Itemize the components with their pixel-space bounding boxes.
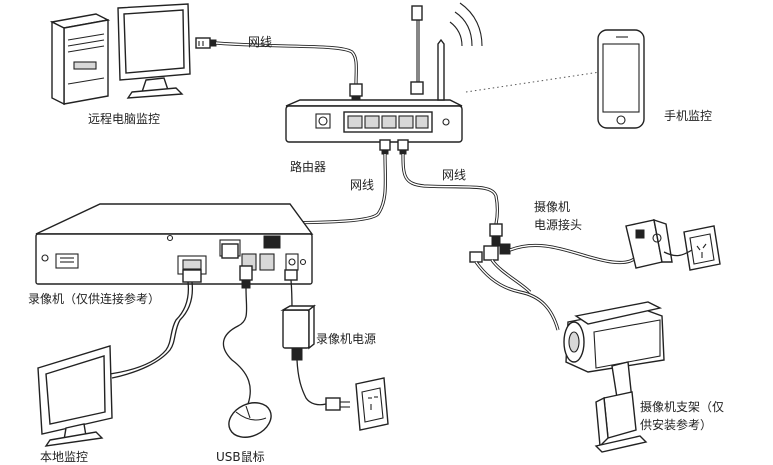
dvr-power-adapter (280, 304, 316, 361)
label-cable-mid: 网线 (350, 178, 375, 192)
label-camera-power-jack-line2: 电源接头 (534, 218, 583, 232)
wifi-signal-icon (449, 2, 483, 47)
camera-power-adapter (625, 218, 673, 269)
remote-pc-tower (49, 13, 111, 106)
router-antenna (437, 38, 445, 101)
remote-pc-cable-plug (195, 37, 217, 49)
label-dvr: 录像机（仅供连接参考） (28, 292, 161, 306)
camera-bracket (594, 361, 648, 453)
dvr-plugs (182, 243, 298, 289)
remote-pc-monitor (117, 3, 191, 99)
power-plug-dvr (325, 397, 350, 411)
label-remote-pc: 远程电脑监控 (88, 112, 161, 126)
label-camera-bracket-line1: 摄像机支架（仅 (640, 400, 725, 414)
label-dvr-power: 录像机电源 (316, 332, 377, 346)
surveillance-camera (563, 301, 665, 373)
label-camera-bracket: 摄像机支架（仅 供安装参考） (640, 398, 724, 434)
router-top-plug-right (410, 5, 424, 95)
router-top-plug-left (349, 83, 363, 103)
label-local-monitor: 本地监控 (40, 450, 89, 464)
usb-mouse (228, 402, 272, 438)
label-router: 路由器 (290, 160, 327, 174)
label-cable-top: 网线 (248, 35, 273, 49)
dvr-body (35, 203, 314, 285)
local-monitor (37, 345, 113, 447)
label-camera-bracket-line2: 供安装参考） (640, 418, 713, 432)
router-body (285, 99, 463, 143)
label-camera-power-jack-line1: 摄像机 (534, 200, 571, 214)
wall-socket-dvr (355, 377, 389, 431)
label-usb-mouse: USB鼠标 (216, 450, 265, 464)
phone-device (597, 29, 645, 129)
label-camera-power-jack: 摄像机 电源接头 (534, 198, 582, 234)
label-phone: 手机监控 (664, 109, 713, 123)
camera-cable-connector (469, 223, 511, 263)
label-cable-right: 网线 (442, 168, 467, 182)
wall-socket-camera (683, 225, 721, 271)
